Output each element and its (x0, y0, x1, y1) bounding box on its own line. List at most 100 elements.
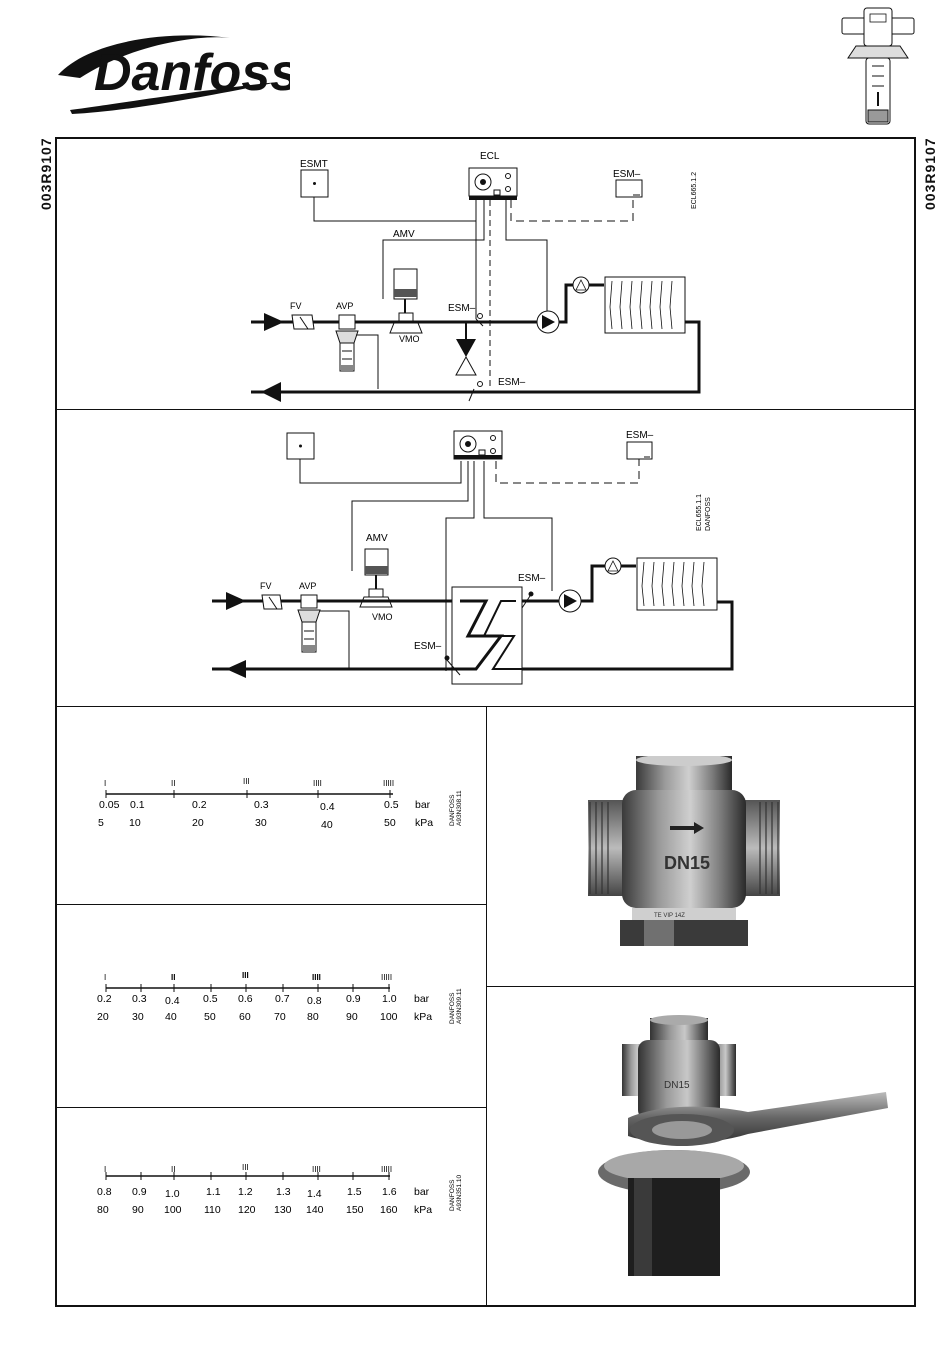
label-avp-2: AVP (299, 581, 316, 591)
label-esm-remote-2: ESM– (626, 430, 654, 441)
danfoss-logo: Danfoss (58, 35, 290, 114)
scale-2-ref-1: DANFOSS (449, 992, 456, 1024)
scale-3-kpa-1: 90 (132, 1204, 144, 1216)
label-ecl: ECL (480, 151, 500, 162)
scale-2-kpa-6: 80 (307, 1011, 319, 1023)
label-amv: AMV (393, 229, 415, 240)
scale-3-kpa-4: 120 (238, 1204, 256, 1216)
valve-dn-marking: DN15 (664, 853, 710, 873)
content-frame (55, 137, 916, 1307)
label-esm-return: ESM– (498, 377, 526, 388)
valve-wrench-photo: DN15 (598, 1015, 888, 1276)
scale-2-unit-kpa: kPa (414, 1011, 432, 1023)
scale-1-bar-2: 0.2 (192, 799, 207, 811)
scale-2-bar-7: 0.9 (346, 993, 361, 1005)
valve-product-icon (841, 7, 915, 125)
scale-3-mark-5: IIIII (381, 1165, 392, 1174)
scale-3-mark-2: II (171, 1165, 175, 1174)
scale-1-ticks (105, 790, 391, 798)
scale-2-unit-bar: bar (414, 993, 430, 1005)
scale-2-bar-3: 0.5 (203, 993, 218, 1005)
scale-2-ref-2: A93N309.11 (456, 988, 463, 1024)
scale-2-bar-6: 0.8 (307, 995, 322, 1007)
scale-1-mark-3: III (243, 777, 250, 786)
scale-2-kpa-8: 100 (380, 1011, 398, 1023)
scale-1-mark-5: IIIII (383, 779, 394, 788)
scale-2-kpa-7: 90 (346, 1011, 358, 1023)
scale-1-kpa-5: 50 (384, 817, 396, 829)
scale-1-bar-5: 0.5 (384, 799, 399, 811)
diagram-direct-heating: ESMT ECL ESM– ECL665.1.2 AMV VMO FV AVP … (251, 151, 701, 402)
document-code-right: 003R9107 (922, 137, 938, 210)
scale-1-bar-3: 0.3 (254, 799, 269, 811)
scale-1-kpa-3: 30 (255, 817, 267, 829)
scale-1-kpa-2: 20 (192, 817, 204, 829)
scale-1-kpa-4: 40 (321, 819, 333, 831)
scale-2-bar-4: 0.6 (238, 993, 253, 1005)
label-amv-2: AMV (366, 533, 388, 544)
label-esm-primary: ESM– (414, 641, 442, 652)
scale-1-mark-2: II (171, 779, 175, 788)
scale-3-mark-4: IIII (312, 1165, 321, 1174)
document-code-left: 003R9107 (38, 137, 54, 210)
scale-1-bar-0: 0.05 (99, 799, 120, 811)
scale-1-ref-1: DANFOSS (449, 794, 456, 826)
scale-3-bar-6: 1.4 (307, 1188, 322, 1200)
scale-3-bar-8: 1.6 (382, 1186, 397, 1198)
ref-ecl655: ECL655.1.1 (696, 494, 703, 531)
label-esm-supply: ESM– (448, 303, 476, 314)
scale-1-kpa-1: 10 (129, 817, 141, 829)
scale-3-kpa-8: 160 (380, 1204, 398, 1216)
scale-1-kpa-0: 5 (98, 817, 104, 829)
scale-1-unit-kpa: kPa (415, 817, 433, 829)
setpoint-scale-2: I II III IIII IIIII 0.2 0.3 0.4 0.5 0.6 … (97, 971, 463, 1024)
divider-5 (486, 986, 915, 987)
label-avp: AVP (336, 301, 353, 311)
scale-2-mark-3: III (242, 971, 249, 980)
scale-3-ref-1: DANFOSS (449, 1179, 456, 1211)
scale-1-ref-2: A93N308.11 (456, 790, 463, 826)
scale-2-mark-5: IIIII (381, 973, 392, 982)
scale-3-ref-2: A93N351.10 (456, 1174, 463, 1211)
ref-danfoss-2: DANFOSS (705, 497, 712, 531)
valve-body-photo: DN15 TE VIP 14Z (588, 756, 780, 946)
scale-2-bar-0: 0.2 (97, 993, 112, 1005)
scale-3-kpa-0: 80 (97, 1204, 109, 1216)
scale-1-bar-1: 0.1 (130, 799, 145, 811)
scale-3-kpa-3: 110 (204, 1204, 221, 1216)
divider-vertical (486, 706, 487, 1306)
label-vmo-2: VMO (372, 612, 393, 622)
scale-1-bar-4: 0.4 (320, 801, 335, 813)
scale-2-kpa-2: 40 (165, 1011, 177, 1023)
label-fv-2: FV (260, 581, 272, 591)
scale-3-mark-3: III (242, 1163, 249, 1172)
divider-1 (56, 409, 915, 410)
setpoint-scale-3: I II III IIII IIIII 0.8 0.9 1.0 1.1 1.2 … (97, 1163, 463, 1216)
label-esmt: ESMT (300, 159, 328, 170)
divider-3 (56, 904, 486, 905)
scale-3-kpa-2: 100 (164, 1204, 182, 1216)
scale-3-bar-0: 0.8 (97, 1186, 112, 1198)
scale-2-bar-1: 0.3 (132, 993, 147, 1005)
label-esm-remote: ESM– (613, 169, 641, 180)
scale-2-kpa-5: 70 (274, 1011, 286, 1023)
logo-wordmark: Danfoss (94, 44, 290, 102)
label-esm-secondary: ESM– (518, 573, 546, 584)
scale-3-bar-7: 1.5 (347, 1186, 362, 1198)
scale-3-mark-1: I (104, 1165, 106, 1174)
scale-2-mark-2: II (171, 973, 175, 982)
scale-2-kpa-3: 50 (204, 1011, 216, 1023)
scale-3-unit-kpa: kPa (414, 1204, 432, 1216)
scale-2-kpa-4: 60 (239, 1011, 251, 1023)
ref-ecl665: ECL665.1.2 (691, 172, 698, 209)
label-vmo: VMO (399, 334, 420, 344)
divider-2 (56, 706, 915, 707)
scale-1-mark-4: IIII (313, 779, 322, 788)
scale-3-bar-2: 1.0 (165, 1188, 180, 1200)
valve-dn-marking-2: DN15 (664, 1080, 690, 1091)
scale-2-bar-5: 0.7 (275, 993, 290, 1005)
scale-3-kpa-5: 130 (274, 1204, 292, 1216)
scale-3-bar-1: 0.9 (132, 1186, 147, 1198)
scale-2-mark-4: IIII (312, 973, 321, 982)
scale-3-kpa-7: 150 (346, 1204, 364, 1216)
